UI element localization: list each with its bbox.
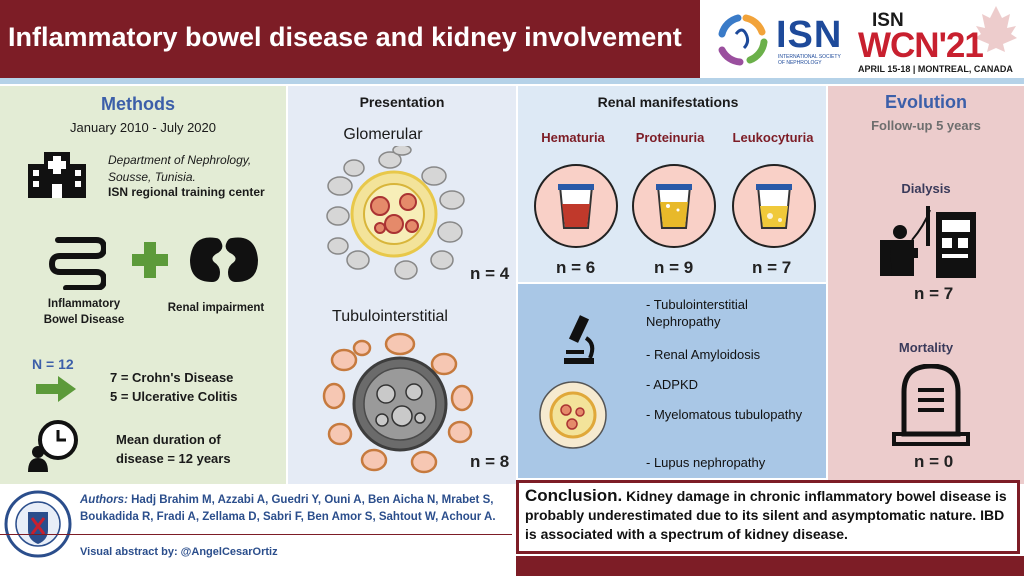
authors-text: Authors: Hadj Brahim M, Azzabi A, Guedri… bbox=[80, 492, 510, 526]
renal-impairment-label: Renal impairment bbox=[167, 302, 265, 314]
proteinuria-label: Proteinuria bbox=[635, 130, 705, 145]
proteinuria-n: n = 9 bbox=[654, 258, 694, 277]
tombstone-icon bbox=[892, 364, 970, 446]
tubule-section-icon bbox=[539, 381, 607, 449]
proteinuria-cup-icon bbox=[632, 164, 716, 248]
dialysis-label: Dialysis bbox=[901, 181, 951, 196]
hematuria-cup-icon bbox=[534, 164, 618, 248]
header-bar: Inflammatory bowel disease and kidney in… bbox=[0, 0, 700, 78]
dialysis-n: n = 7 bbox=[914, 284, 954, 303]
conclusion-title: Conclusion. bbox=[525, 486, 623, 505]
methods-title: Methods bbox=[101, 94, 175, 114]
authors-list: Hadj Brahim M, Azzabi A, Guedri Y, Ouni … bbox=[80, 494, 496, 523]
leukocyturia-label: Leukocyturia bbox=[732, 130, 814, 145]
wcn-logo-text: WCN'21 bbox=[858, 26, 984, 65]
hospital-icon bbox=[28, 152, 86, 198]
hematuria-label: Hematuria bbox=[541, 130, 605, 145]
isn-logo-text: ISN bbox=[776, 14, 843, 56]
ibd-label: Inflammatory Bowel Disease bbox=[43, 298, 125, 326]
maple-leaf-icon bbox=[975, 6, 1017, 52]
followup-text: Follow-up 5 years bbox=[871, 118, 981, 133]
leukocyturia-n: n = 7 bbox=[752, 258, 792, 277]
footer-divider bbox=[0, 534, 512, 535]
intestine-icon bbox=[48, 237, 106, 290]
list-item: - Renal Amyloidosis bbox=[646, 347, 761, 362]
uc-count: 5 = Ulcerative Colitis bbox=[110, 389, 238, 404]
presentation-title: Presentation bbox=[359, 94, 445, 110]
hematuria-n: n = 6 bbox=[556, 258, 596, 277]
department-text: Department of Nephrology, Sousse, Tunisi… bbox=[108, 153, 252, 184]
plus-icon bbox=[132, 242, 168, 278]
wcn-date-text: APRIL 15-18 | MONTREAL, CANADA bbox=[858, 64, 1013, 74]
conclusion-text: Kidney damage in chronic inflammatory bo… bbox=[525, 488, 1007, 542]
arrow-right-icon bbox=[36, 376, 76, 402]
evolution-title: Evolution bbox=[885, 92, 967, 112]
clock-person-icon bbox=[28, 420, 78, 472]
footer-bar bbox=[516, 556, 1024, 576]
kidneys-icon bbox=[190, 237, 258, 282]
list-item: - Lupus nephropathy bbox=[646, 455, 766, 470]
leukocyturia-cup-icon bbox=[732, 164, 816, 248]
glomerulus-illustration-icon bbox=[326, 146, 465, 280]
logo-strip bbox=[700, 0, 1024, 78]
divider-line bbox=[0, 78, 1024, 84]
microscope-icon bbox=[564, 315, 595, 364]
university-seal-icon bbox=[4, 490, 72, 558]
list-item: - ADPKD bbox=[646, 377, 699, 392]
evolution-panel bbox=[828, 86, 1024, 484]
dialysis-machine-icon bbox=[880, 206, 976, 278]
conclusion-box: Conclusion. Kidney damage in chronic inf… bbox=[516, 480, 1020, 554]
mortality-n: n = 0 bbox=[914, 452, 954, 471]
tubulointerstitial-illustration-icon bbox=[322, 332, 474, 474]
visual-abstract-credit: Visual abstract by: @AngelCesarOrtiz bbox=[80, 546, 278, 558]
page-title: Inflammatory bowel disease and kidney in… bbox=[8, 22, 682, 52]
tubulointerstitial-label: Tubulointerstitial bbox=[332, 308, 448, 325]
mortality-label: Mortality bbox=[898, 340, 954, 355]
renal-title: Renal manifestations bbox=[597, 94, 739, 110]
isn-logo-subtitle: INTERNATIONAL SOCIETY OF NEPHROLOGY bbox=[778, 54, 841, 66]
methods-period: January 2010 - July 2020 bbox=[70, 120, 216, 135]
wcn-isn-text: ISN bbox=[872, 10, 904, 31]
mean-duration: Mean duration of disease = 12 years bbox=[116, 432, 231, 466]
list-item: - Tubulointerstitial Nephropathy bbox=[646, 297, 748, 329]
crohn-count: 7 = Crohn's Disease bbox=[110, 370, 234, 385]
isn-logo-icon bbox=[718, 14, 768, 66]
tubulointerstitial-n: n = 8 bbox=[470, 452, 510, 471]
n-total: N = 12 bbox=[32, 356, 74, 372]
authors-label: Authors: bbox=[80, 494, 128, 506]
glomerular-label: Glomerular bbox=[343, 126, 423, 143]
glomerular-n: n = 4 bbox=[470, 264, 510, 283]
center-text: ISN regional training center bbox=[108, 185, 265, 199]
list-item: - Myelomatous tubulopathy bbox=[646, 407, 803, 422]
